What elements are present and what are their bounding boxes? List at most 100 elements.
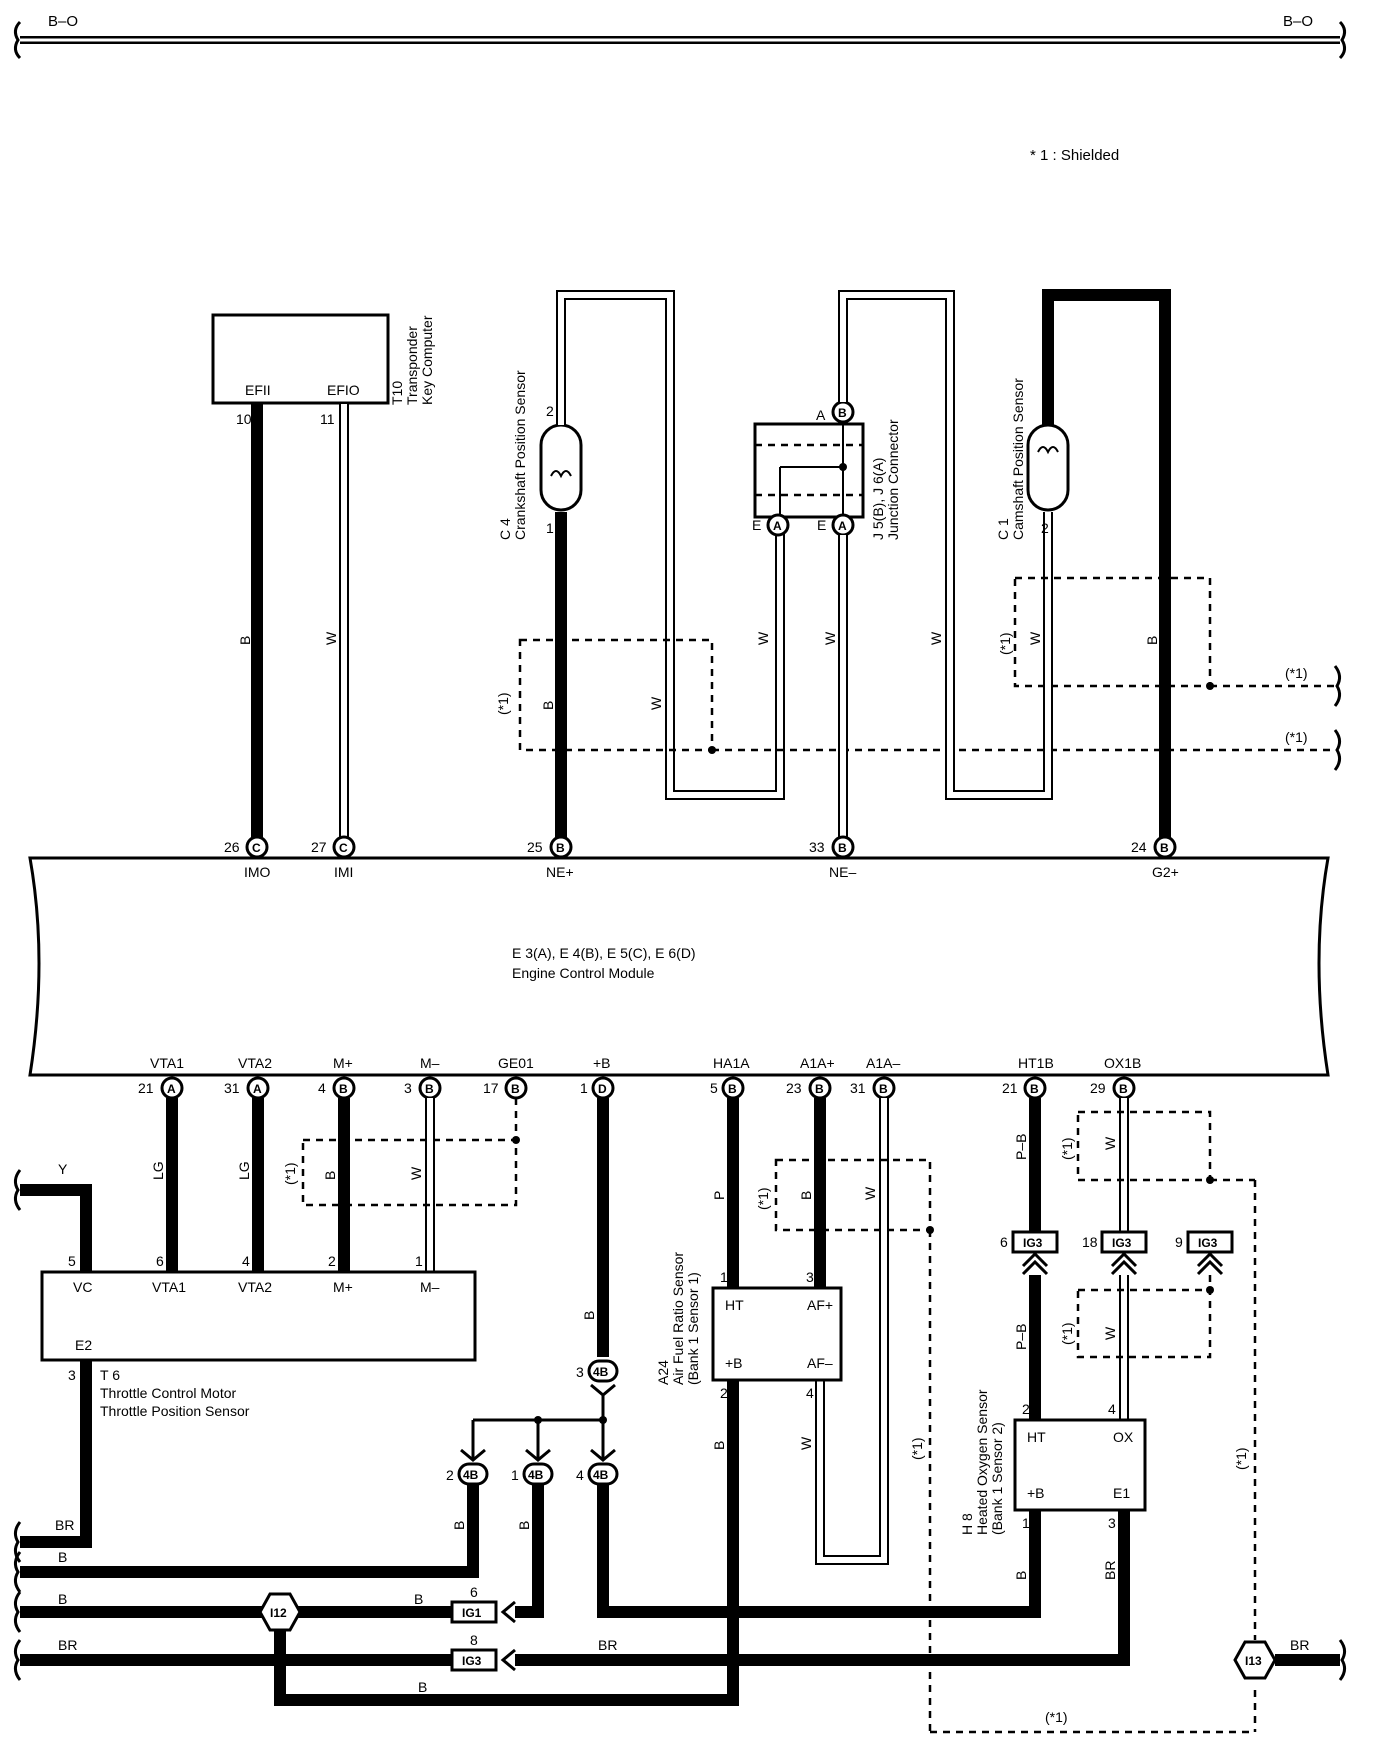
svg-text:1: 1: [720, 1269, 728, 1285]
svg-text:M+: M+: [333, 1279, 353, 1295]
svg-text:(*1): (*1): [495, 692, 511, 715]
heated-oxygen-sensor: HT OX +B E1 2 4 1 3 H 8 Heated Oxygen Se…: [959, 1389, 1147, 1535]
svg-text:4B: 4B: [593, 1468, 609, 1482]
splice-i12: I12: [258, 1592, 302, 1632]
svg-text:Engine Control Module: Engine Control Module: [512, 965, 655, 981]
svg-text:24: 24: [1131, 839, 1147, 855]
svg-text:25: 25: [527, 839, 543, 855]
svg-text:3: 3: [806, 1269, 814, 1285]
svg-text:A: A: [838, 519, 847, 533]
svg-text:B: B: [728, 1082, 737, 1096]
svg-text:B: B: [581, 1311, 597, 1320]
svg-text:NE+: NE+: [546, 864, 574, 880]
svg-text:B: B: [556, 841, 565, 855]
shield-note: * 1 : Shielded: [1030, 147, 1119, 164]
svg-text:HT1B: HT1B: [1018, 1055, 1054, 1071]
connector-ig3-9: IG3 9: [1175, 1230, 1234, 1276]
svg-text:6: 6: [156, 1253, 164, 1269]
svg-text:HA1A: HA1A: [713, 1055, 750, 1071]
svg-text:W: W: [1102, 1326, 1118, 1340]
svg-text:29: 29: [1090, 1080, 1106, 1096]
svg-text:I13: I13: [1245, 1654, 1262, 1668]
svg-text:IMO: IMO: [244, 864, 271, 880]
svg-text:A24: A24: [655, 1360, 671, 1385]
svg-text:BR: BR: [1290, 1637, 1309, 1653]
svg-text:8: 8: [470, 1632, 478, 1648]
svg-text:(*1): (*1): [1059, 1322, 1075, 1345]
svg-text:+B: +B: [593, 1055, 611, 1071]
svg-text:W: W: [928, 631, 944, 645]
svg-text:21: 21: [1002, 1080, 1018, 1096]
svg-text:B: B: [418, 1679, 427, 1695]
junction-connector: A B E A E A J 5(B), J 6(A) Junction Conn…: [752, 400, 901, 540]
svg-text:T10: T10: [389, 381, 405, 405]
svg-text:B: B: [516, 1521, 532, 1530]
svg-text:W: W: [822, 631, 838, 645]
svg-text:Crankshaft Position Sensor: Crankshaft Position Sensor: [512, 370, 528, 540]
svg-text:BR: BR: [55, 1517, 74, 1533]
svg-text:27: 27: [311, 839, 327, 855]
svg-text:(Bank 1 Sensor 2): (Bank 1 Sensor 2): [989, 1422, 1005, 1535]
svg-text:BR: BR: [58, 1637, 77, 1653]
svg-text:BR: BR: [1102, 1561, 1118, 1580]
svg-text:4: 4: [576, 1467, 584, 1483]
engine-control-module: E 3(A), E 4(B), E 5(C), E 6(D) Engine Co…: [28, 856, 1330, 1077]
svg-text:C: C: [252, 841, 261, 855]
svg-text:IG3: IG3: [462, 1654, 482, 1668]
svg-text:W: W: [862, 1186, 878, 1200]
svg-text:9: 9: [1175, 1234, 1183, 1250]
svg-text:5: 5: [710, 1080, 718, 1096]
svg-text:P–B: P–B: [1013, 1324, 1029, 1350]
svg-text:M–: M–: [420, 1279, 440, 1295]
svg-text:6: 6: [1000, 1234, 1008, 1250]
svg-text:B: B: [58, 1549, 67, 1565]
svg-text:B: B: [838, 841, 847, 855]
svg-text:EFIO: EFIO: [327, 382, 360, 398]
svg-text:B: B: [58, 1591, 67, 1607]
svg-text:P: P: [711, 1191, 727, 1200]
svg-text:Heated Oxygen Sensor: Heated Oxygen Sensor: [974, 1389, 990, 1535]
svg-text:LG: LG: [236, 1161, 252, 1180]
svg-text:(*1): (*1): [1233, 1447, 1249, 1470]
svg-text:IG3: IG3: [1112, 1236, 1132, 1250]
splice-i13: I13: [1233, 1640, 1277, 1680]
svg-text:W: W: [1102, 1136, 1118, 1150]
svg-text:IG3: IG3: [1023, 1236, 1043, 1250]
svg-text:VTA2: VTA2: [238, 1055, 272, 1071]
svg-text:B: B: [1144, 636, 1160, 645]
bus-left-label: B–O: [48, 13, 78, 30]
svg-text:BR: BR: [598, 1637, 617, 1653]
svg-text:P–B: P–B: [1013, 1134, 1029, 1160]
svg-text:4: 4: [242, 1253, 250, 1269]
svg-text:Throttle Position Sensor: Throttle Position Sensor: [100, 1403, 250, 1419]
svg-text:GE01: GE01: [498, 1055, 534, 1071]
svg-text:(*1): (*1): [1285, 665, 1308, 681]
svg-text:B: B: [339, 1082, 348, 1096]
ecm-bottom-pins: VTA1 A 21 VTA2 A 31 M+ B 4 M– B 3 GE01 B…: [138, 1055, 1141, 1100]
svg-text:Air Fuel Ratio Sensor: Air Fuel Ratio Sensor: [670, 1252, 686, 1385]
svg-text:33: 33: [809, 839, 825, 855]
svg-text:Y: Y: [58, 1161, 68, 1177]
connector-ig3-6: IG3 6: [1000, 1230, 1059, 1276]
svg-text:(*1): (*1): [1059, 1137, 1075, 1160]
svg-text:C 1: C 1: [995, 518, 1011, 540]
svg-text:10: 10: [236, 411, 252, 427]
svg-text:(Bank 1 Sensor 1): (Bank 1 Sensor 1): [685, 1272, 701, 1385]
svg-text:C: C: [339, 841, 348, 855]
svg-text:W: W: [408, 1166, 424, 1180]
svg-text:B: B: [511, 1082, 520, 1096]
svg-text:2: 2: [328, 1253, 336, 1269]
svg-text:B: B: [322, 1171, 338, 1180]
svg-text:11: 11: [320, 411, 335, 427]
svg-text:2: 2: [1022, 1401, 1030, 1417]
svg-text:2: 2: [720, 1385, 728, 1401]
svg-text:B: B: [1160, 841, 1169, 855]
svg-text:Transponder: Transponder: [404, 326, 420, 405]
svg-text:D: D: [598, 1082, 607, 1096]
svg-text:HT: HT: [1027, 1429, 1046, 1445]
svg-text:4: 4: [1108, 1401, 1116, 1417]
ecm-top-pins: C 26 IMO C 27 IMI B 25 NE+ B 33 NE– B 24…: [224, 835, 1179, 880]
svg-text:+B: +B: [1027, 1485, 1045, 1501]
svg-text:4: 4: [806, 1385, 814, 1401]
svg-text:B: B: [414, 1591, 423, 1607]
